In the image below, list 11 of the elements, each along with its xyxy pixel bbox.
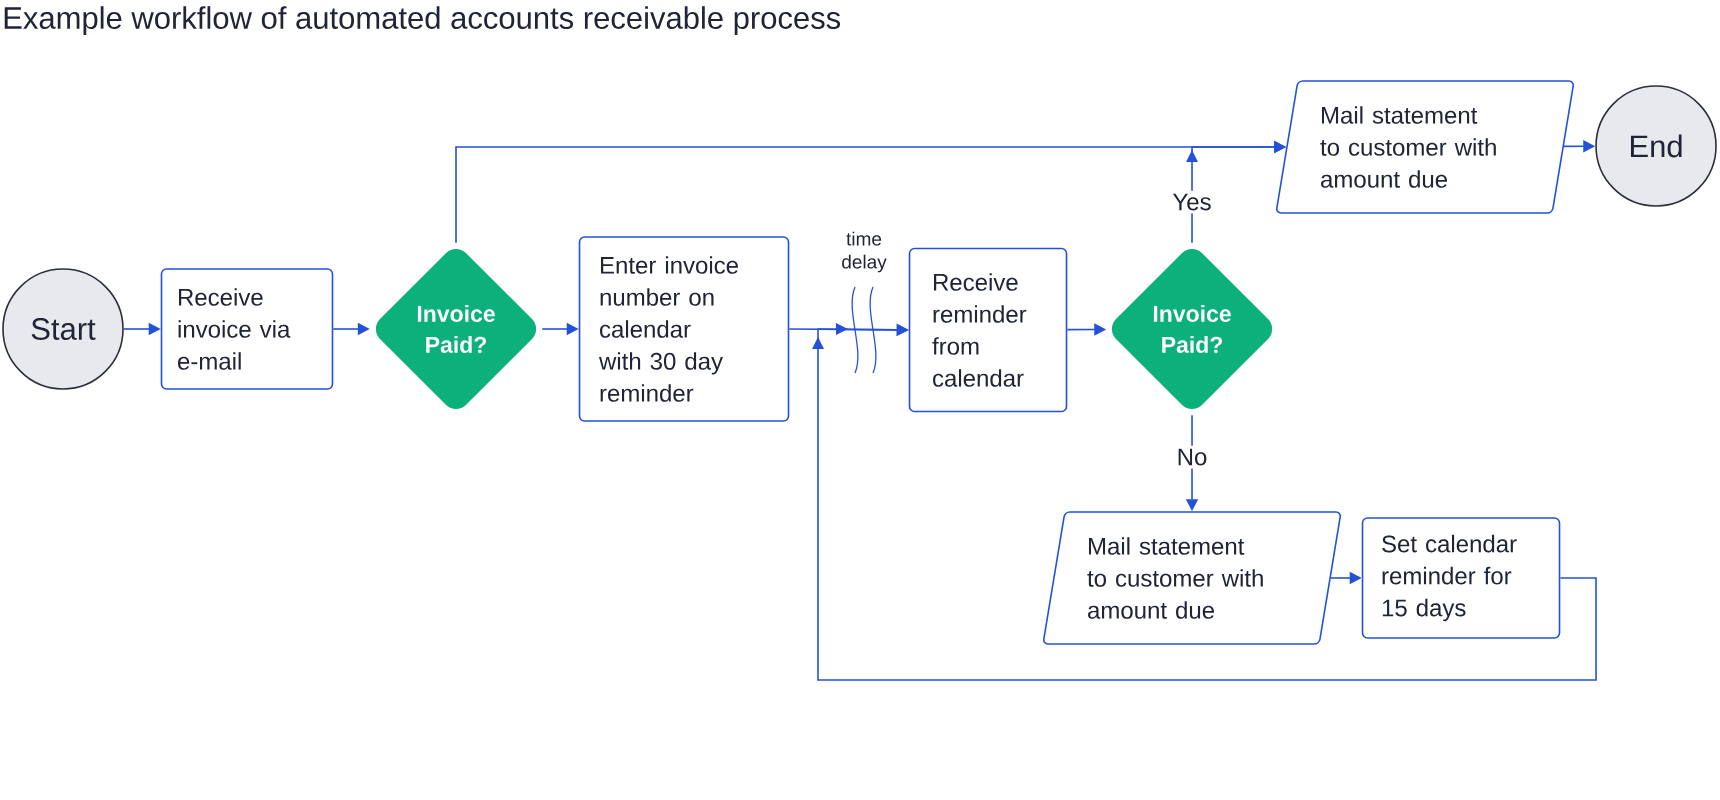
edge-label: Yes [1169, 190, 1215, 214]
title: Example workflow of automated accounts receivable process [4, 6, 841, 36]
edge-label: No [1173, 445, 1211, 469]
process-box: Enter invoice number on calendar with 30 day reminder [578, 236, 790, 422]
process-box: Receive reminder from calendar [908, 247, 1068, 413]
data-parallelogram: Mail statement to customer with amount due [1275, 80, 1575, 214]
edge-label: time delay [842, 231, 887, 273]
process-box: Receive invoice via e-mail [160, 268, 334, 390]
process-box: Set calendar reminder for 15 days [1361, 517, 1561, 639]
arrow [812, 323, 1597, 681]
data-parallelogram: Mail statement to customer with amount due [1042, 511, 1342, 645]
